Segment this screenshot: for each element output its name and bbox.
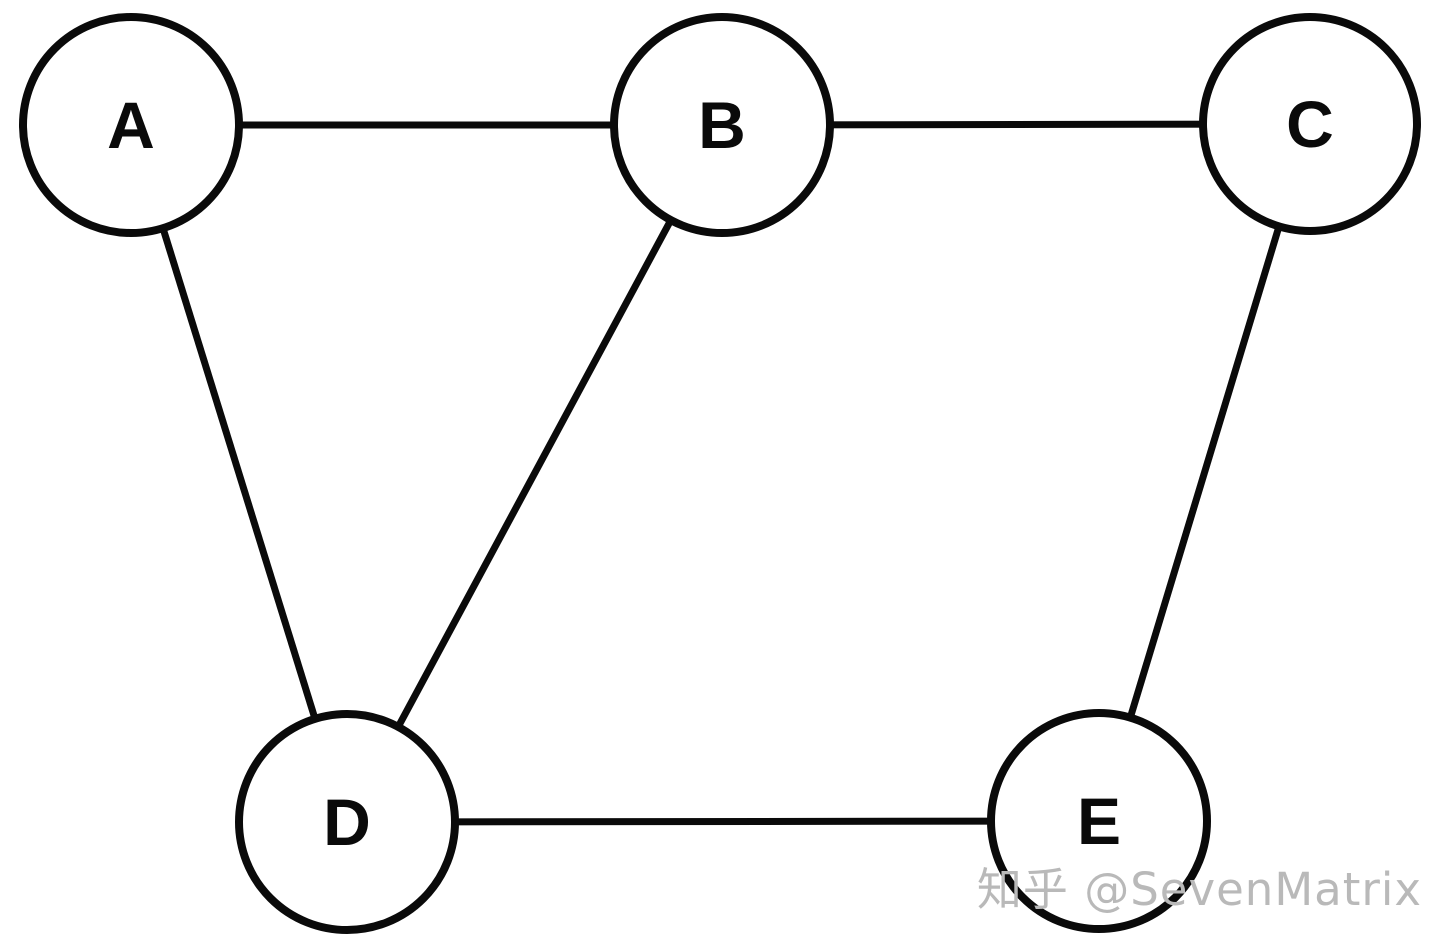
watermark-text: 知乎 @SevenMatrix xyxy=(977,863,1422,916)
node-label-C: C xyxy=(1286,87,1334,161)
node-C: C xyxy=(1199,13,1421,235)
edge-C-E xyxy=(1095,122,1314,823)
node-circle-B xyxy=(610,13,834,237)
edge-A-D xyxy=(127,123,351,824)
node-label-A: A xyxy=(107,88,155,162)
edge-B-D xyxy=(343,123,726,824)
nodes-layer: A B C D E xyxy=(19,13,1421,934)
node-circle-C xyxy=(1199,13,1421,235)
node-E: E xyxy=(987,709,1211,933)
node-circle-E xyxy=(987,709,1211,933)
node-label-B: B xyxy=(698,88,746,162)
node-B: B xyxy=(610,13,834,237)
node-label-D: D xyxy=(323,785,371,859)
node-label-E: E xyxy=(1077,784,1121,858)
node-circle-A xyxy=(19,13,243,237)
node-A: A xyxy=(19,13,243,237)
node-circle-D xyxy=(235,710,459,934)
edge-D-E xyxy=(346,817,1100,826)
node-D: D xyxy=(235,710,459,934)
